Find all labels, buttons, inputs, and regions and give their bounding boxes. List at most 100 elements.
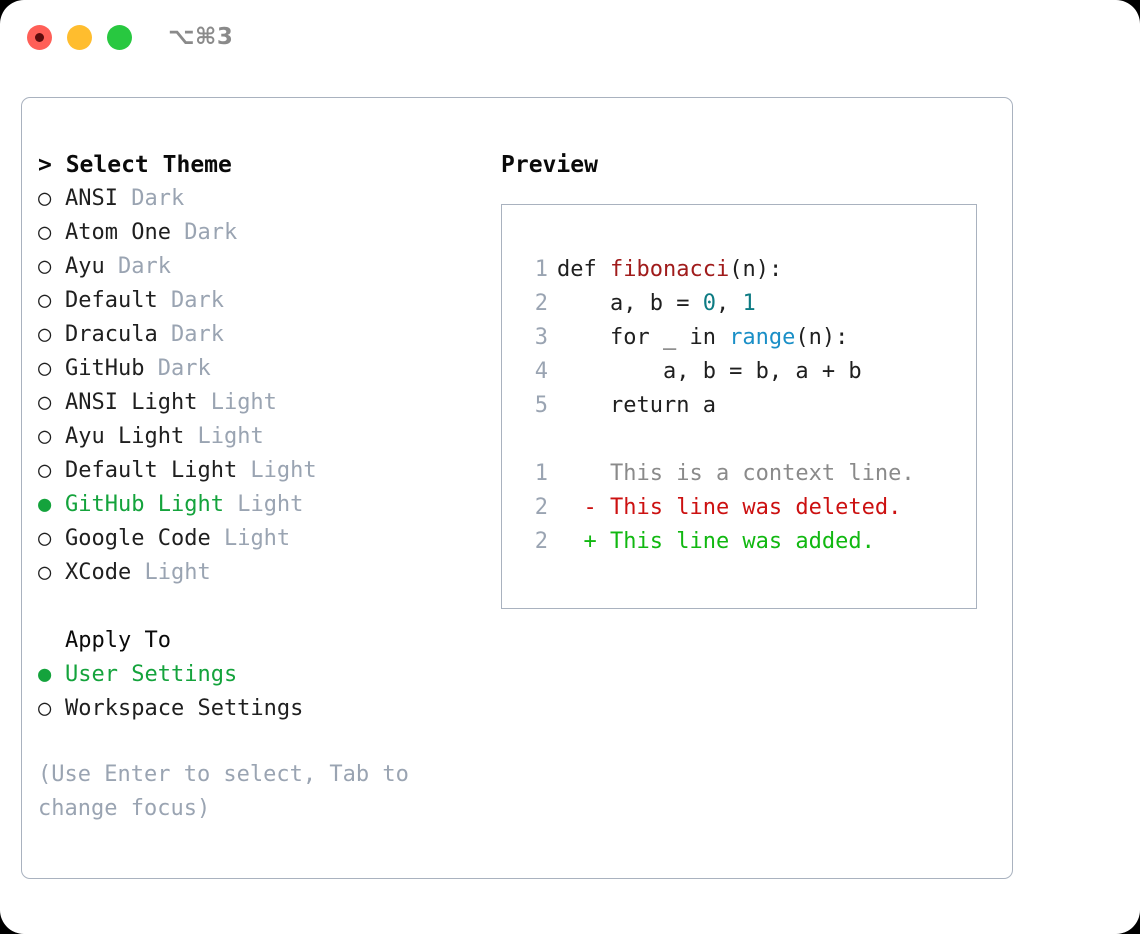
code-token: a, b = b, a + b xyxy=(557,359,862,384)
code-text: for _ in range(n): xyxy=(548,321,848,355)
diff-text: + This line was added. xyxy=(557,529,875,554)
diff-line: 2 - This line was deleted. xyxy=(522,491,976,525)
line-number: 3 xyxy=(534,325,548,350)
code-token: a, b = xyxy=(557,291,703,316)
theme-name: Ayu Light xyxy=(65,424,185,449)
code-text: def fibonacci(n): xyxy=(548,253,782,287)
keyboard-hint-text: (Use Enter to select, Tab to change focu… xyxy=(38,762,423,821)
code-token: (n): xyxy=(729,257,783,282)
theme-name: Atom One xyxy=(65,220,171,245)
theme-list-item[interactable]: ○ Atom One Dark xyxy=(38,216,488,250)
theme-name: GitHub Light xyxy=(65,492,224,517)
radio-unselected-icon[interactable]: ○ xyxy=(38,458,52,483)
theme-variant-label: Dark xyxy=(170,220,238,245)
code-token: 0 xyxy=(702,291,716,316)
code-token: (n): xyxy=(795,325,849,350)
code-line: 2 a, b = 0, 1 xyxy=(522,287,976,321)
code-token: fibonacci xyxy=(609,257,730,282)
spacer xyxy=(522,423,976,457)
code-line: 3 for _ in range(n): xyxy=(522,321,976,355)
theme-list-item[interactable]: ○Ayu Light Light xyxy=(38,420,488,454)
apply-to-item[interactable]: ● User Settings xyxy=(38,658,488,692)
theme-list-item[interactable]: ○ Default Dark xyxy=(38,284,488,318)
radio-unselected-icon[interactable]: ○ xyxy=(38,526,52,551)
radio-selected-icon[interactable]: ● xyxy=(38,662,52,687)
apply-to-item[interactable]: ○ Workspace Settings xyxy=(38,692,488,726)
close-button[interactable] xyxy=(27,25,52,50)
theme-selector-column: > Select Theme ○ANSI Dark○Atom One Dark○… xyxy=(38,148,488,826)
theme-list-item[interactable]: ○ XCode Light xyxy=(38,556,488,590)
radio-unselected-icon[interactable]: ○ xyxy=(38,424,52,449)
spacer xyxy=(38,590,488,624)
zoom-button[interactable] xyxy=(107,25,132,50)
theme-list-item[interactable]: ○Default Light Light xyxy=(38,454,488,488)
radio-unselected-icon[interactable]: ○ xyxy=(38,560,52,585)
diff-line: 1 This is a context line. xyxy=(522,457,976,491)
keyboard-shortcut-label: ⌥⌘3 xyxy=(168,24,234,50)
theme-list-item[interactable]: ● GitHub Light Light xyxy=(38,488,488,522)
code-text: return a xyxy=(548,389,716,423)
theme-name: Default xyxy=(65,288,158,313)
line-number: 1 xyxy=(534,257,548,282)
theme-name: ANSI Light xyxy=(65,390,198,415)
theme-variant-label: Dark xyxy=(117,186,185,211)
radio-unselected-icon[interactable]: ○ xyxy=(38,220,52,245)
theme-variant-label: Dark xyxy=(104,254,171,279)
theme-name: ANSI xyxy=(65,186,118,211)
preview-heading: Preview xyxy=(501,152,598,178)
theme-name: GitHub xyxy=(65,356,145,381)
code-line: 4 a, b = b, a + b xyxy=(522,355,976,389)
code-token: def xyxy=(557,257,610,282)
theme-list-item[interactable]: ○ Ayu Dark xyxy=(38,250,488,284)
theme-variant-label: Dark xyxy=(144,356,211,381)
diff-text: This is a context line. xyxy=(557,461,915,486)
theme-variant-label: Light xyxy=(237,458,317,483)
line-number: 2 xyxy=(534,291,548,316)
code-text: a, b = 0, 1 xyxy=(548,287,756,321)
line-number: 1 xyxy=(534,461,548,486)
line-number: 2 xyxy=(534,529,548,554)
radio-unselected-icon[interactable]: ○ xyxy=(38,356,52,381)
theme-name: XCode xyxy=(65,560,132,585)
apply-to-label: Workspace Settings xyxy=(65,696,304,721)
theme-variant-label: Light xyxy=(223,492,304,517)
diff-line: 2 + This line was added. xyxy=(522,525,976,559)
radio-unselected-icon[interactable]: ○ xyxy=(38,254,52,279)
apply-to-list[interactable]: ● User Settings ○ Workspace Settings xyxy=(38,658,488,726)
title-bar: ⌥⌘3 xyxy=(0,0,1140,80)
apply-to-label: User Settings xyxy=(65,662,238,687)
code-token: for _ in xyxy=(557,325,730,350)
theme-list-item[interactable]: ○ Dracula Dark xyxy=(38,318,488,352)
code-token: return a xyxy=(557,393,716,418)
theme-name: Dracula xyxy=(65,322,158,347)
diff-sample: 1 This is a context line.2 - This line w… xyxy=(522,457,976,559)
radio-unselected-icon[interactable]: ○ xyxy=(38,186,52,211)
theme-list-item[interactable]: ○ GitHub Dark xyxy=(38,352,488,386)
radio-unselected-icon[interactable]: ○ xyxy=(38,696,52,721)
theme-list-item[interactable]: ○ ANSI Dark xyxy=(38,182,488,216)
minimize-button[interactable] xyxy=(67,25,92,50)
radio-unselected-icon[interactable]: ○ xyxy=(38,322,52,347)
theme-variant-label: Light xyxy=(131,560,211,585)
code-token: range xyxy=(729,325,796,350)
theme-variant-label: Light xyxy=(210,526,291,551)
theme-list-item[interactable]: ○ Google Code Light xyxy=(38,522,488,556)
theme-name: Ayu xyxy=(65,254,105,279)
theme-variant-label: Dark xyxy=(157,288,224,313)
diff-text: - This line was deleted. xyxy=(557,495,902,520)
radio-selected-icon[interactable]: ● xyxy=(38,492,52,517)
line-number: 5 xyxy=(534,393,548,418)
code-token: 1 xyxy=(742,291,756,316)
theme-variant-label: Dark xyxy=(157,322,224,347)
theme-name: Google Code xyxy=(65,526,211,551)
radio-unselected-icon[interactable]: ○ xyxy=(38,288,52,313)
content-panel: > Select Theme ○ANSI Dark○Atom One Dark○… xyxy=(21,97,1013,879)
theme-list[interactable]: ○ANSI Dark○Atom One Dark○Ayu Dark○Defaul… xyxy=(38,182,488,590)
radio-unselected-icon[interactable]: ○ xyxy=(38,390,52,415)
theme-list-item[interactable]: ○ANSI Light Light xyxy=(38,386,488,420)
